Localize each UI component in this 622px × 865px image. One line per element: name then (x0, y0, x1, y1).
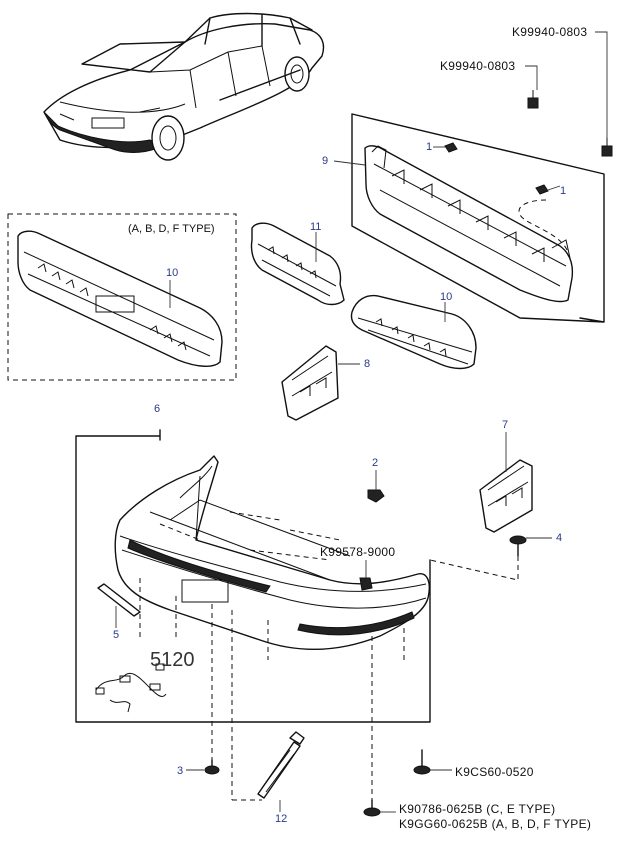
nut-k99940-upper (527, 90, 539, 109)
code-label-k99940-top: K99940-0803 (512, 25, 587, 39)
nut-k99578 (359, 560, 373, 591)
code-label-k9gg60: K9GG60-0625B (A, B, D, F TYPE) (399, 817, 591, 831)
part-number-4: 4 (556, 532, 562, 544)
clip-1a (444, 142, 458, 153)
part-number-2: 2 (372, 457, 378, 469)
part-number-11: 11 (310, 221, 321, 233)
code-label-k90786: K90786-0625B (C, E TYPE) (399, 802, 555, 816)
bracket-8 (281, 345, 360, 421)
part-number-10a: 10 (166, 267, 178, 279)
bolt-k90786 (363, 799, 396, 817)
bumper-cover-group (75, 429, 431, 801)
energy-absorber-10 (350, 294, 477, 370)
energy-absorber-11 (250, 222, 345, 306)
absorber-variant-box (7, 213, 237, 381)
part-number-1b: 1 (560, 185, 566, 197)
screw-4 (429, 535, 552, 581)
group-ref-label: 5120 (150, 649, 195, 671)
wiring-harness (95, 663, 167, 713)
part-number-12: 12 (275, 813, 287, 825)
part-number-9: 9 (322, 155, 328, 167)
code-label-k9cs60: K9CS60-0520 (455, 765, 534, 779)
part-number-3: 3 (177, 765, 183, 777)
car-illustration (43, 12, 325, 161)
type-note: (A, B, D, F TYPE) (128, 223, 215, 235)
code-label-k99940-second: K99940-0803 (440, 59, 515, 73)
molding-strip-5 (97, 583, 141, 617)
part-number-6: 6 (154, 403, 160, 415)
bracket-7 (479, 432, 533, 533)
screw-2 (367, 470, 385, 503)
clip-1b (535, 184, 549, 195)
bumper-reinforcement-group (333, 31, 613, 323)
code-label-k99578: K99578-9000 (320, 545, 395, 559)
part-number-8: 8 (364, 358, 370, 370)
part-number-10b: 10 (440, 291, 452, 303)
nut-k99940-lower (601, 138, 613, 157)
screw-3 (186, 759, 220, 775)
bolt-12 (257, 731, 305, 812)
part-number-1a: 1 (426, 141, 432, 153)
part-number-5: 5 (113, 629, 119, 641)
bolt-k9cs60 (413, 749, 452, 775)
part-number-7: 7 (502, 419, 508, 431)
